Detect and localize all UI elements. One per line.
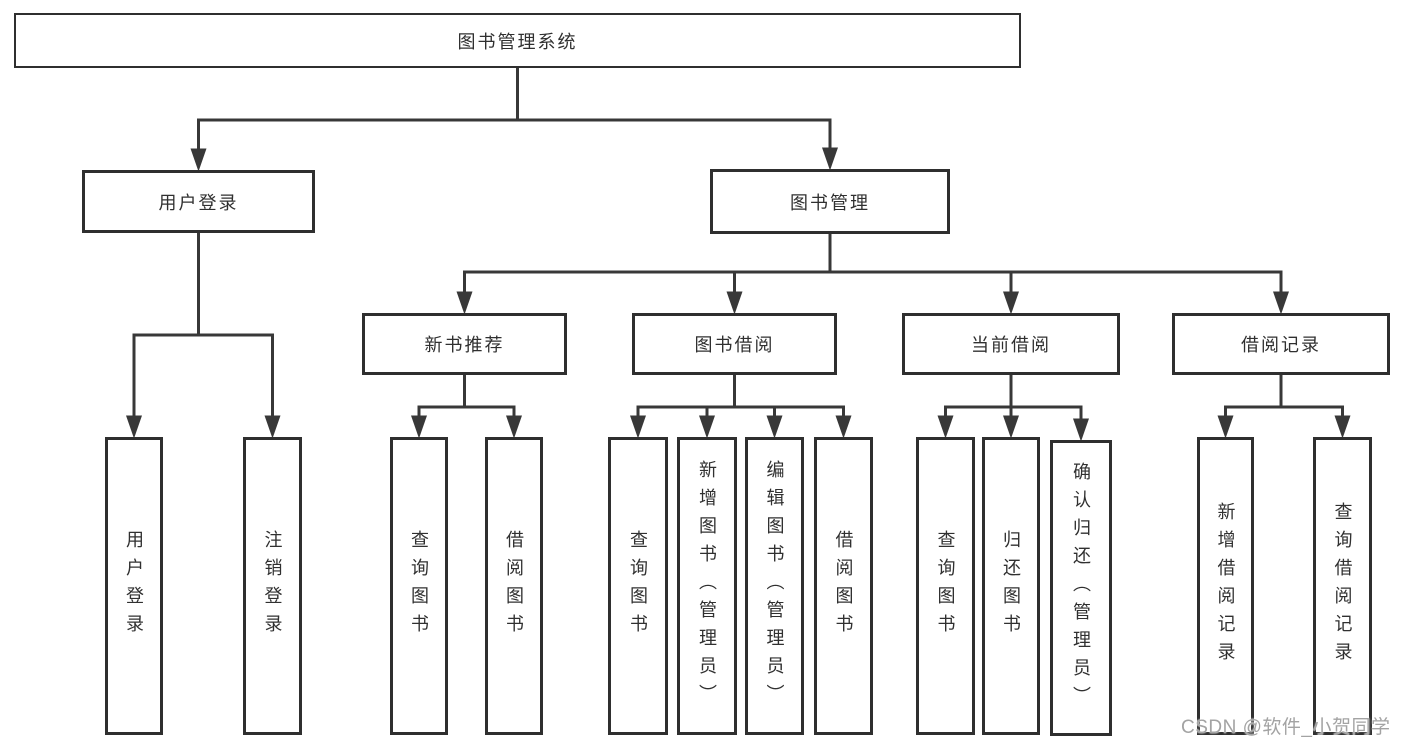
node-label-user-login-group: 用户登录 xyxy=(158,192,239,213)
node-label-leaf-borrow-book-2: 借阅图书 xyxy=(833,530,854,642)
arrow-leaf-add-book-arrowhead-icon xyxy=(699,415,715,439)
node-leaf-confirm-return: 确认归还（管理员） xyxy=(1050,440,1112,736)
node-label-leaf-query-book-1: 查询图书 xyxy=(409,530,429,642)
arrow-book-borrow-arrowhead-icon xyxy=(726,291,743,315)
node-leaf-query-record: 查询借阅记录 xyxy=(1313,437,1372,735)
arrow-leaf-borrow-book-1-arrowhead-icon xyxy=(506,415,522,439)
node-label-borrow-records: 借阅记录 xyxy=(1241,335,1321,355)
node-label-leaf-add-book: 新增图书（管理员） xyxy=(697,460,717,712)
node-label-leaf-query-record: 查询借阅记录 xyxy=(1332,502,1353,670)
node-book-borrow: 图书借阅 xyxy=(632,313,837,375)
node-label-root: 图书管理系统 xyxy=(457,31,578,52)
node-label-leaf-confirm-return: 确认归还（管理员） xyxy=(1071,462,1091,714)
node-current-borrow: 当前借阅 xyxy=(902,313,1120,375)
arrow-leaf-edit-book-arrowhead-icon xyxy=(766,415,783,439)
node-user-login-group: 用户登录 xyxy=(82,170,315,233)
node-leaf-query-book-1: 查询图书 xyxy=(390,437,448,735)
node-label-book-borrow: 图书借阅 xyxy=(694,335,775,355)
node-label-leaf-logout: 注销登录 xyxy=(262,530,283,642)
node-label-current-borrow: 当前借阅 xyxy=(971,335,1051,355)
arrow-user-login-group-arrowhead-icon xyxy=(190,148,207,172)
node-label-book-mgmt: 图书管理 xyxy=(790,192,870,213)
node-leaf-query-book-2: 查询图书 xyxy=(608,437,668,735)
node-leaf-logout: 注销登录 xyxy=(243,437,302,735)
arrow-leaf-query-record-arrowhead-icon xyxy=(1334,415,1351,439)
arrow-leaf-add-record-arrowhead-icon xyxy=(1217,415,1234,439)
arrow-leaf-user-login-arrowhead-icon xyxy=(126,415,142,439)
node-leaf-borrow-book-2: 借阅图书 xyxy=(814,437,873,735)
arrow-leaf-query-book-2-arrowhead-icon xyxy=(630,415,646,439)
arrow-current-borrow-arrowhead-icon xyxy=(1003,291,1019,315)
arrow-leaf-logout-arrowhead-icon xyxy=(264,415,281,439)
csdn-watermark: CSDN @软件_小贺同学 xyxy=(1181,717,1391,738)
node-leaf-borrow-book-1: 借阅图书 xyxy=(485,437,543,735)
node-label-new-book-rec: 新书推荐 xyxy=(424,335,505,355)
arrow-book-mgmt-arrowhead-icon xyxy=(822,147,838,171)
arrow-leaf-borrow-book-2-arrowhead-icon xyxy=(835,415,852,439)
node-label-leaf-user-login: 用户登录 xyxy=(124,530,144,642)
node-label-leaf-query-book-3: 查询图书 xyxy=(935,530,956,642)
node-leaf-edit-book: 编辑图书（管理员） xyxy=(745,437,804,735)
node-label-leaf-edit-book: 编辑图书（管理员） xyxy=(764,460,785,712)
node-leaf-user-login: 用户登录 xyxy=(105,437,163,735)
node-label-leaf-borrow-book-1: 借阅图书 xyxy=(504,530,524,642)
arrow-leaf-return-book-arrowhead-icon xyxy=(1003,415,1019,439)
node-label-leaf-add-record: 新增借阅记录 xyxy=(1215,502,1236,670)
node-leaf-return-book: 归还图书 xyxy=(982,437,1040,735)
node-root: 图书管理系统 xyxy=(14,13,1021,68)
node-new-book-rec: 新书推荐 xyxy=(362,313,567,375)
arrow-leaf-query-book-3-arrowhead-icon xyxy=(937,415,954,439)
node-leaf-add-record: 新增借阅记录 xyxy=(1197,437,1254,735)
node-label-leaf-query-book-2: 查询图书 xyxy=(628,530,648,642)
node-leaf-add-book: 新增图书（管理员） xyxy=(677,437,737,735)
arrow-borrow-records-arrowhead-icon xyxy=(1273,291,1289,315)
node-borrow-records: 借阅记录 xyxy=(1172,313,1390,375)
node-leaf-query-book-3: 查询图书 xyxy=(916,437,975,735)
arrow-leaf-query-book-1-arrowhead-icon xyxy=(411,415,427,439)
node-label-leaf-return-book: 归还图书 xyxy=(1001,530,1021,642)
arrow-new-book-rec-arrowhead-icon xyxy=(456,291,473,315)
arrow-leaf-confirm-return-arrowhead-icon xyxy=(1073,418,1089,442)
node-book-mgmt: 图书管理 xyxy=(710,169,950,234)
